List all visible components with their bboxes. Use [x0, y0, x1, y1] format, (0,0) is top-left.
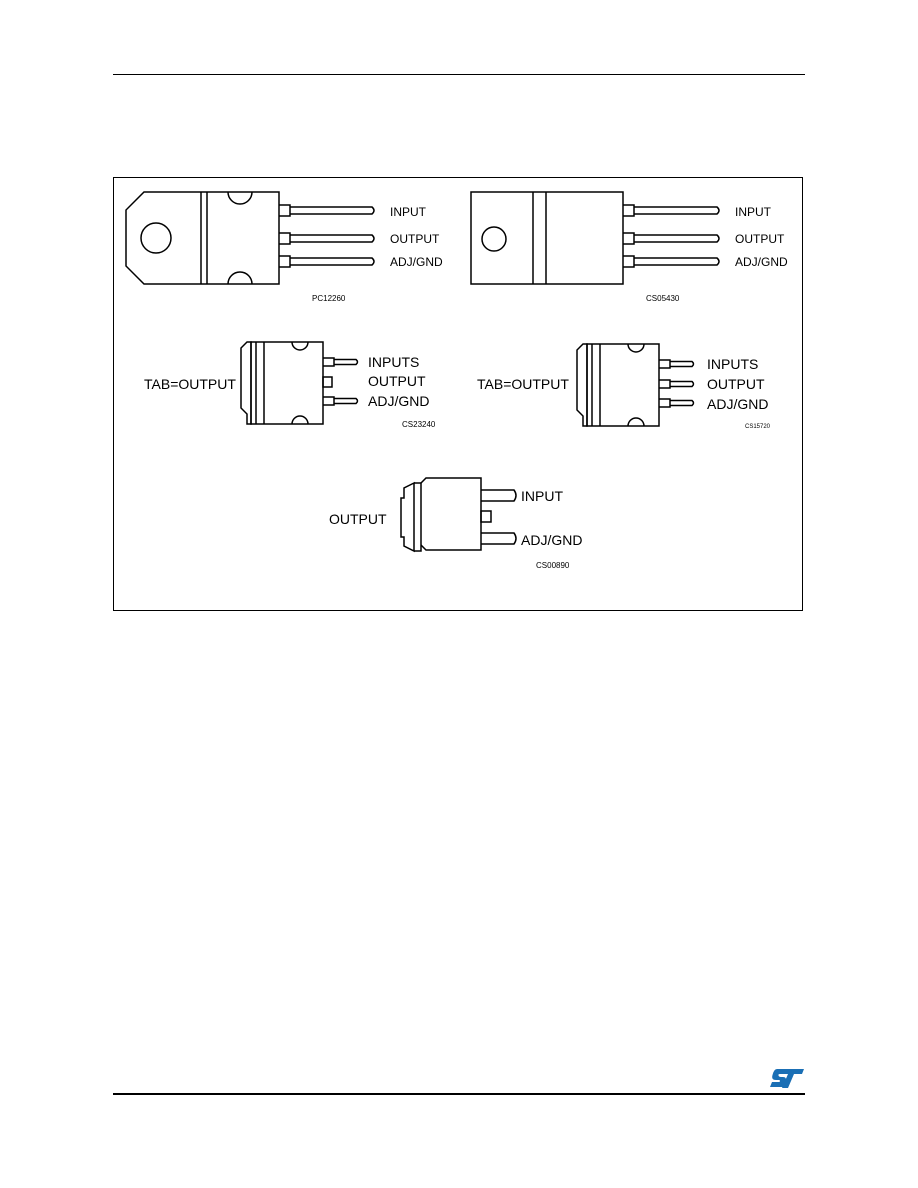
d2pak-pin-inputs-label: INPUTS [368, 354, 419, 370]
dpak-pin-adj-gnd-label: ADJ/GND [521, 532, 582, 548]
d2pak-figure-code: CS23240 [402, 420, 436, 429]
package-to220fp [470, 191, 720, 285]
to220fp-pin-adj-gnd-label: ADJ/GND [735, 255, 788, 269]
d2pak-alt-pin-adj-gnd-label: ADJ/GND [707, 396, 768, 412]
d2pak-pin-output-label: OUTPUT [368, 373, 426, 389]
d2pak-pin-adj-gnd-label: ADJ/GND [368, 393, 429, 409]
package-to220 [125, 191, 375, 285]
to220-pin-adj-gnd-label: ADJ/GND [390, 255, 443, 269]
d2pak-alt-tab-label: TAB=OUTPUT [477, 376, 569, 392]
header-rule [113, 74, 805, 75]
to220-figure-code: PC12260 [312, 294, 346, 303]
d2pak-alt-pin-inputs-label: INPUTS [707, 356, 758, 372]
dpak-figure-code: CS00890 [536, 561, 570, 570]
dpak-tab-label: OUTPUT [329, 511, 387, 527]
pin-connection-figure: INPUT OUTPUT ADJ/GND PC12260 INPUT OUTPU… [113, 177, 803, 611]
st-logo [770, 1069, 804, 1088]
d2pak-tab-label: TAB=OUTPUT [144, 376, 236, 392]
to220-pin-input-label: INPUT [390, 205, 427, 219]
d2pak-alt-pin-output-label: OUTPUT [707, 376, 765, 392]
footer-rule [113, 1093, 805, 1095]
package-dpak [400, 477, 517, 553]
package-d2pak-alt [576, 343, 695, 427]
package-drawings: INPUT OUTPUT ADJ/GND PC12260 INPUT OUTPU… [125, 191, 788, 570]
dpak-pin-input-label: INPUT [521, 488, 563, 504]
d2pak-alt-figure-code: CS15720 [745, 424, 771, 430]
to220fp-pin-output-label: OUTPUT [735, 232, 785, 246]
to220fp-figure-code: CS05430 [646, 294, 680, 303]
to220fp-pin-input-label: INPUT [735, 205, 772, 219]
package-d2pak [240, 341, 359, 425]
to220-pin-output-label: OUTPUT [390, 232, 440, 246]
